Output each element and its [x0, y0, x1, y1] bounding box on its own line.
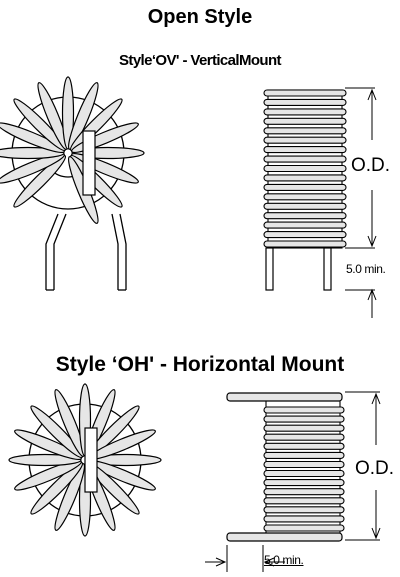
- ov-toroid-front-view: [0, 76, 145, 291]
- side-winding-turn: [263, 479, 345, 487]
- page-title: Open Style: [147, 6, 253, 28]
- side-winding-turn: [263, 193, 347, 201]
- winding-turn: [37, 82, 68, 150]
- side-winding-turn: [263, 506, 345, 514]
- oh-lead-top: [226, 392, 343, 402]
- vertical-mount-heading: Style‘OV' - VerticalMount: [119, 52, 282, 69]
- winding-turn: [13, 98, 67, 152]
- side-winding-turn: [263, 424, 345, 432]
- side-winding-turn: [263, 488, 345, 496]
- side-winding-turn: [263, 136, 347, 144]
- side-winding-turn: [263, 212, 347, 220]
- side-winding-turn: [263, 146, 347, 154]
- winding-turn: [54, 389, 85, 457]
- side-winding-turn: [263, 221, 347, 229]
- ov-center-bar: [82, 130, 96, 196]
- oh-side-view: [226, 392, 345, 542]
- winding-turn: [14, 460, 82, 491]
- horizontal-mount-heading: Style ‘OH' - Horizontal Mount: [55, 353, 345, 376]
- winding-turn: [30, 461, 84, 515]
- side-winding-turn: [263, 497, 345, 505]
- winding-turn: [14, 429, 82, 460]
- ov-side-view: [263, 89, 347, 291]
- side-winding-turn: [263, 183, 347, 191]
- side-winding-turn: [263, 469, 345, 478]
- winding-turn: [0, 122, 65, 153]
- side-winding-turn: [263, 155, 347, 163]
- vertical-od-label: O.D.: [351, 155, 391, 176]
- winding-turn: [61, 76, 75, 150]
- winding-turn: [30, 405, 84, 459]
- oh-od-dimension: [345, 391, 381, 541]
- side-winding-turn: [263, 231, 347, 239]
- side-winding-turn: [263, 406, 345, 414]
- oh-center-bar: [84, 427, 98, 493]
- side-winding-turn: [263, 174, 347, 182]
- side-winding-turn: [263, 442, 345, 450]
- side-winding-turn: [263, 460, 345, 469]
- winding-turn: [8, 453, 82, 467]
- side-winding-turn: [263, 524, 345, 532]
- side-winding-turn: [263, 127, 347, 135]
- oh-lead-dimension: [205, 545, 285, 572]
- ov-lead-right-side: [323, 247, 332, 291]
- ov-lead-left-side: [265, 247, 274, 291]
- ov-od-dimension: [345, 87, 377, 318]
- horizontal-lead-length-label: 5.0 min.: [264, 553, 304, 567]
- oh-lead-bottom: [226, 532, 343, 542]
- ov-lead-right: [111, 213, 127, 290]
- side-winding-turn: [263, 89, 347, 97]
- side-winding-turn: [263, 108, 347, 116]
- winding-turn: [13, 154, 67, 208]
- side-winding-turn: [263, 451, 345, 459]
- side-winding-turn: [263, 433, 345, 441]
- side-winding-turn: [263, 98, 347, 106]
- winding-turn: [0, 153, 65, 184]
- winding-turn: [54, 463, 85, 531]
- horizontal-od-label: O.D.: [355, 458, 395, 479]
- side-winding-turn: [263, 164, 347, 173]
- side-winding-turn: [263, 240, 347, 248]
- oh-toroid-front-view: [8, 383, 162, 537]
- side-winding-turn: [263, 117, 347, 125]
- side-winding-turn: [263, 202, 347, 210]
- ov-lead-left: [45, 213, 67, 290]
- winding-turn: [68, 82, 99, 150]
- side-winding-turn: [263, 415, 345, 423]
- vertical-lead-length-label: 5.0 min.: [346, 262, 386, 276]
- side-winding-turn: [263, 515, 345, 523]
